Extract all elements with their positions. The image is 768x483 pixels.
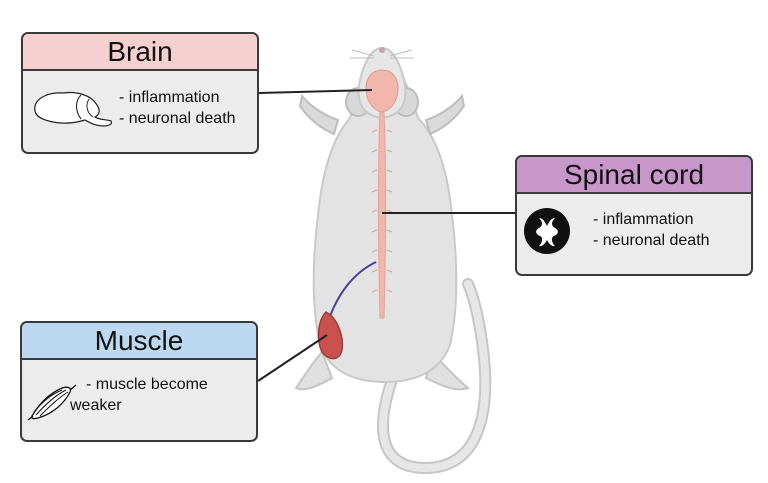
rat-front-paw-left: [298, 93, 340, 136]
rat-hind-foot-left: [294, 350, 334, 391]
brain-connector-line: [258, 89, 373, 94]
rat-whiskers: [350, 49, 414, 59]
muscle-panel: Muscle - muscle become weaker: [20, 321, 258, 442]
muscle-connector-line: [257, 334, 328, 382]
muscle-bullet: weaker: [70, 397, 122, 414]
rat-nose: [379, 47, 385, 53]
brain-bullet: - neuronal death: [119, 110, 236, 127]
brain-icon: [34, 91, 113, 127]
rat-hind-limb-muscle: [317, 311, 344, 360]
spinal-nerve-roots: [371, 129, 393, 293]
muscle-icon: [27, 384, 77, 421]
spinal-cord-bullet: - inflammation: [593, 211, 694, 228]
spinal-cord-panel: Spinal cord - inflammation - neuronal de…: [515, 155, 753, 276]
spinal-cord-bullet: - neuronal death: [593, 232, 710, 249]
rat-sciatic-nerve: [327, 261, 377, 323]
spinal-cord-panel-title: Spinal cord: [517, 157, 751, 194]
brain-bullet: - inflammation: [119, 89, 220, 106]
muscle-panel-title: Muscle: [22, 323, 256, 360]
rat-front-paw-right: [424, 93, 466, 136]
brain-panel-title: Brain: [23, 34, 257, 71]
spinal-cord-cross-section-icon: [524, 208, 570, 254]
rat-spinal-cord: [378, 111, 386, 319]
brain-panel: Brain - inflammation - neuronal death: [21, 32, 259, 154]
muscle-bullet: - muscle become: [86, 376, 208, 393]
